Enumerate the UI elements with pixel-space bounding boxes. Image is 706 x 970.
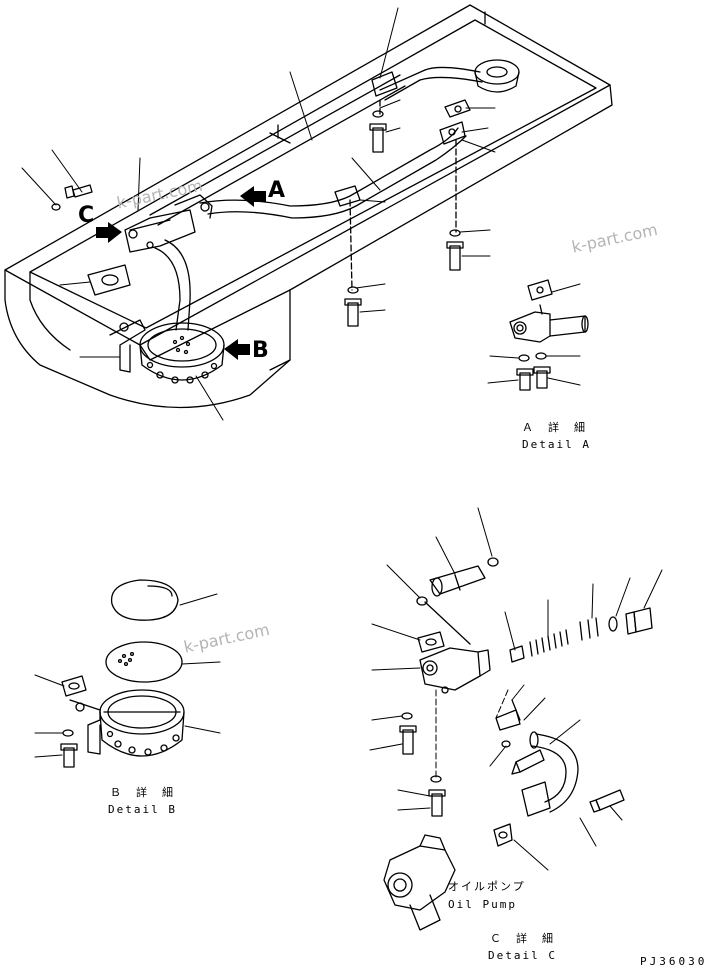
detail-c-title-jp: Ｃ 詳 細 — [490, 932, 555, 945]
detail-a-title-jp: Ａ 詳 細 — [522, 421, 587, 434]
leader-lines-main — [21, 7, 496, 421]
gasket — [87, 264, 131, 296]
detail-b-drawing — [60, 579, 185, 768]
arrow-a-shape — [240, 186, 266, 207]
detail-c-drawing — [383, 557, 653, 931]
suction-pipe — [129, 66, 483, 331]
main-fasteners — [51, 71, 471, 327]
drawing-code: PJ36030 — [640, 955, 706, 968]
leader-lines-c — [369, 507, 663, 871]
strainer-b-main — [139, 322, 225, 384]
oil-pan — [4, 4, 613, 409]
arrow-c-shape — [96, 222, 122, 243]
arrow-b-label: B — [252, 338, 269, 363]
detail-b-title-jp: Ｂ 詳 細 — [110, 786, 175, 799]
arrow-a-label: A — [268, 178, 286, 203]
oil-pump-label-jp: オイルポンプ — [448, 880, 526, 893]
arrow-b-shape — [224, 339, 250, 360]
detail-a-drawing — [509, 279, 589, 391]
detail-a-title-en: Detail A — [522, 438, 591, 451]
oil-pump-label-en: Oil Pump — [448, 898, 517, 911]
strainer-top — [474, 59, 520, 93]
bracket — [109, 319, 146, 373]
arrow-c-label: C — [78, 203, 95, 228]
valve-body — [124, 194, 213, 253]
dash-lines — [349, 99, 457, 291]
leader-lines-b — [34, 593, 221, 758]
leader-lines-a — [487, 283, 581, 386]
dash-lines-c — [435, 689, 509, 779]
long-pipe — [149, 74, 406, 226]
detail-c-title-en: Detail C — [488, 949, 557, 962]
detail-b-title-en: Detail B — [108, 803, 177, 816]
